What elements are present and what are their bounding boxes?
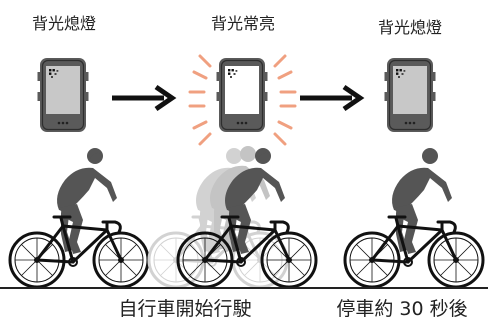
device-icon bbox=[383, 57, 437, 133]
cyclist-icon bbox=[8, 148, 150, 289]
glow-rays bbox=[188, 54, 297, 146]
arrow-right-icon bbox=[300, 87, 360, 109]
caption-stop: 停車約 30 秒後 bbox=[336, 298, 468, 320]
stage-label-2: 背光常亮 bbox=[210, 14, 275, 33]
device-icon bbox=[36, 57, 90, 133]
arrow-right-icon bbox=[112, 87, 172, 109]
stage-label-3: 背光熄燈 bbox=[377, 18, 442, 37]
cyclist-icon bbox=[343, 148, 485, 289]
caption-start: 自行車開始行駛 bbox=[118, 298, 252, 320]
device-icon bbox=[215, 57, 269, 133]
stage-label-1: 背光熄燈 bbox=[31, 14, 96, 33]
